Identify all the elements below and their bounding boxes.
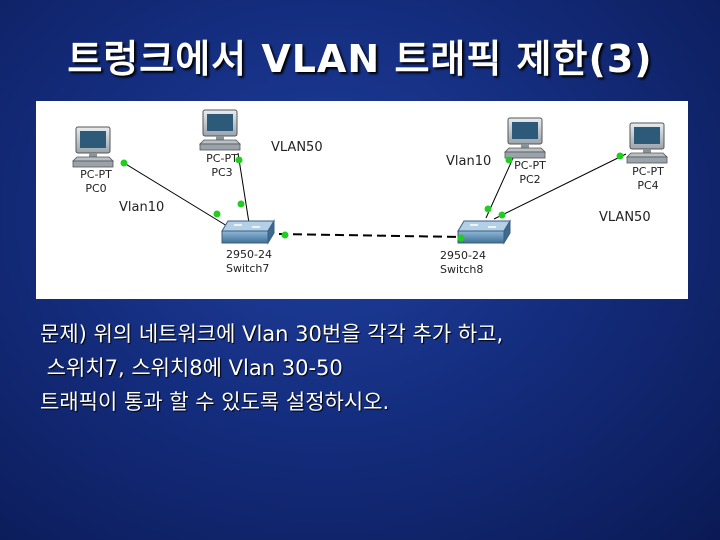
pc0-type-label: PC-PT bbox=[80, 168, 112, 181]
link-pc0-switch7 bbox=[123, 162, 233, 230]
problem-text: 문제) 위의 네트워크에 Vlan 30번을 각각 추가 하고, 스위치7, 스… bbox=[40, 317, 710, 419]
pc2-icon[interactable] bbox=[504, 117, 546, 159]
pc3-icon[interactable] bbox=[199, 109, 241, 151]
link-dot bbox=[505, 156, 513, 164]
link-switch7-switch8 bbox=[278, 233, 462, 238]
pc4-icon[interactable] bbox=[626, 122, 668, 164]
link-dot bbox=[120, 159, 128, 167]
pc2-name-label: PC2 bbox=[519, 173, 541, 186]
link-status-dots bbox=[120, 152, 624, 242]
problem-line-2: 스위치7, 스위치8에 Vlan 30-50 bbox=[40, 356, 343, 380]
switch7-name-label: Switch7 bbox=[226, 262, 270, 275]
pc0-name-label: PC0 bbox=[85, 182, 107, 195]
network-topology bbox=[72, 109, 668, 244]
vlan-label-pc3: VLAN50 bbox=[271, 140, 323, 155]
link-dot bbox=[457, 234, 465, 242]
link-dot bbox=[213, 210, 221, 218]
vlan-label-pc0: Vlan10 bbox=[119, 200, 165, 215]
network-diagram: PC-PT PC0 PC-PT PC3 PC-PT PC2 PC-PT PC4 … bbox=[36, 101, 688, 299]
vlan-label-pc2: Vlan10 bbox=[446, 154, 492, 169]
link-pc4-switch8 bbox=[493, 153, 627, 220]
problem-line-3: 트래픽이 통과 할 수 있도록 설정하시오. bbox=[40, 390, 390, 414]
pc2-type-label: PC-PT bbox=[514, 159, 546, 172]
vlan-label-pc4: VLAN50 bbox=[599, 210, 651, 225]
switch8-name-label: Switch8 bbox=[440, 263, 484, 276]
link-dot bbox=[484, 205, 492, 213]
link-dot bbox=[498, 211, 506, 219]
link-dot bbox=[235, 156, 243, 164]
switch8-icon[interactable] bbox=[457, 220, 511, 244]
slide-title: 트렁크에서 VLAN 트래픽 제한(3) bbox=[67, 37, 653, 81]
pc0-icon[interactable] bbox=[72, 126, 114, 168]
link-pc3-switch7 bbox=[237, 152, 250, 224]
pc4-type-label: PC-PT bbox=[632, 165, 664, 178]
link-dot bbox=[237, 200, 245, 208]
switch8-model-label: 2950-24 bbox=[440, 249, 486, 262]
switch7-icon[interactable] bbox=[221, 220, 275, 244]
link-dot bbox=[281, 231, 289, 239]
pc4-name-label: PC4 bbox=[637, 179, 659, 192]
pc3-type-label: PC-PT bbox=[206, 152, 238, 165]
pc3-name-label: PC3 bbox=[211, 166, 233, 179]
problem-line-1: 문제) 위의 네트워크에 Vlan 30번을 각각 추가 하고, bbox=[40, 322, 504, 346]
switch7-model-label: 2950-24 bbox=[226, 248, 272, 261]
link-dot bbox=[616, 152, 624, 160]
